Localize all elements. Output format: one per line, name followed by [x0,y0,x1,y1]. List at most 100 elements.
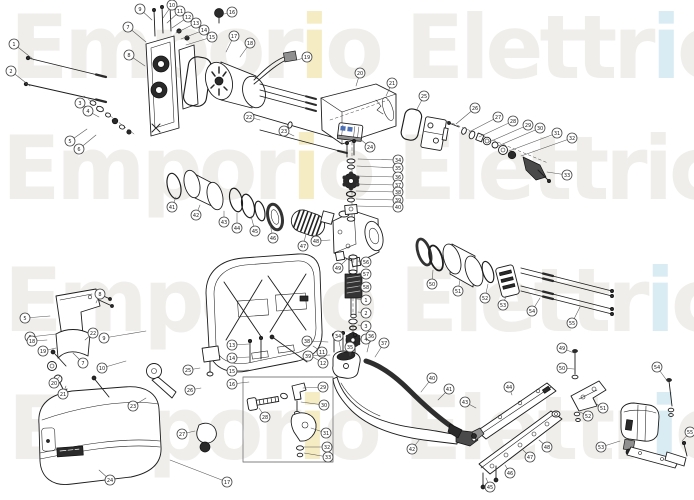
callout-31: 31 [508,127,563,152]
callout-46: 46 [267,223,279,244]
straight-arm-bar [471,382,557,441]
callout-91: 33 [303,451,334,463]
svg-text:26: 26 [187,388,193,394]
svg-text:43: 43 [462,400,468,406]
callout-45: 45 [249,215,261,237]
svg-text:43: 43 [221,220,227,226]
svg-text:15: 15 [209,35,215,41]
callout-105: 47 [522,449,536,463]
callout-7: 7 [122,21,147,43]
svg-text:11: 11 [319,350,325,356]
watermark-segment: i [651,0,681,99]
svg-text:20: 20 [357,71,363,77]
svg-text:13: 13 [229,343,235,349]
washer-stack [83,95,135,135]
callout-110: 52 [579,410,594,422]
callout-79: 21 [57,385,69,400]
callout-108: 50 [556,362,575,374]
callout-23: 23 [278,125,295,137]
svg-text:45: 45 [487,485,493,491]
watermark-segment: i [291,117,321,220]
callout-42: 42 [190,204,202,221]
blue-label-left [340,125,346,131]
piston-cylinder [166,169,224,211]
transmission-rod [363,358,463,439]
callout-84: 26 [184,384,202,396]
callout-72: 14 [226,352,250,364]
svg-text:50: 50 [559,366,565,372]
svg-text:39: 39 [395,198,401,204]
callout-44: 44 [231,212,243,234]
terminal-block [336,122,364,142]
svg-text:10: 10 [99,366,105,372]
svg-text:48: 48 [313,239,319,245]
inset-detail-box [242,376,334,463]
svg-text:27: 27 [179,432,185,438]
svg-text:8: 8 [127,53,130,59]
svg-text:28: 28 [510,119,516,125]
callout-11: 11 [166,5,186,24]
svg-text:51: 51 [455,289,461,295]
callout-19: 19 [296,51,313,63]
unlock-bolt-detail [246,396,280,411]
callout-4: 4 [82,105,100,118]
watermark-segment: co [675,377,694,480]
svg-text:42: 42 [409,447,415,453]
svg-text:52: 52 [482,296,488,302]
callout-86: 28 [258,407,271,423]
callout-70: 12 [312,356,329,369]
callout-13: 13 [175,17,202,34]
callout-104: 46 [504,464,516,479]
callout-27: 27 [468,111,504,133]
callout-47: 47 [297,233,309,252]
svg-text:51: 51 [600,406,606,412]
svg-text:22: 22 [246,115,252,121]
callout-57: 57 [358,268,372,280]
callout-92: 34 [332,330,344,352]
watermark-segment: Empor [2,117,296,220]
callout-59: 1 [356,294,372,306]
articulated-arm [331,330,479,447]
callout-18: 18 [239,37,256,58]
callout-94: 36 [365,330,377,353]
callout-89: 31 [310,427,332,439]
tie-rods [251,113,348,154]
svg-text:18: 18 [247,41,253,47]
svg-text:3: 3 [78,101,81,107]
front-attachment-chain [446,120,551,183]
svg-text:13: 13 [193,21,199,27]
watermark-row-1: Emporio Elettrico [10,4,694,92]
svg-text:35: 35 [395,166,401,172]
callout-67: 9 [98,330,147,344]
callout-87: 29 [302,381,329,393]
svg-text:3: 3 [364,324,367,330]
svg-text:52: 52 [585,414,591,420]
callout-36: 36 [355,171,404,183]
callout-97: 39 [302,350,331,362]
watermark-row-2: Emporio Elettrico [2,125,694,213]
callout-35: 35 [356,162,404,174]
svg-text:5: 5 [68,139,71,145]
callout-14: 14 [180,24,210,40]
callout-1: 1 [8,38,35,61]
callout-65: 7 [72,352,89,369]
callout-41: 41 [166,196,178,213]
callout-layer: 1234567891011121314151617181920212223242… [5,0,694,493]
svg-text:23: 23 [281,129,287,135]
svg-text:55: 55 [687,430,693,436]
end-valve-block [420,116,449,151]
svg-text:47: 47 [527,455,533,461]
callout-102: 44 [503,381,515,396]
callout-81: 23 [127,397,147,412]
callout-17: 17 [225,30,240,53]
callout-58: 58 [357,281,372,293]
svg-text:20: 20 [51,381,57,387]
svg-text:48: 48 [544,445,550,451]
callout-109: 51 [594,402,609,414]
callout-34: 34 [357,154,404,166]
svg-text:54: 54 [654,365,660,371]
callout-82: 24 [98,469,116,486]
callout-56: 56 [357,256,372,268]
callout-43: 43 [218,210,230,228]
